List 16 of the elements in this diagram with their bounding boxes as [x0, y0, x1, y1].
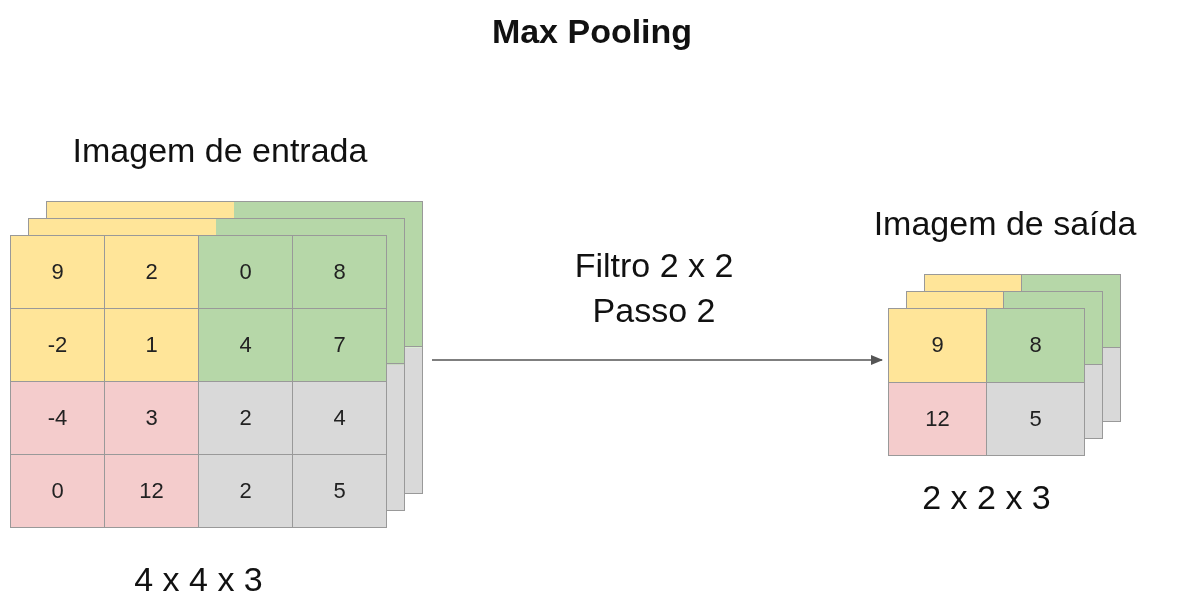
dimension-text: 4 x 4 x 3 — [133, 560, 264, 595]
stack-heading: Imagem de entrada — [71, 131, 369, 170]
grid-cell: 9 — [11, 236, 105, 309]
grid-cell: 0 — [11, 455, 105, 528]
title: Max Pooling — [490, 12, 694, 51]
grid-cell: 12 — [889, 382, 987, 456]
grid-cell: 9 — [889, 309, 987, 383]
grid-cell: 5 — [293, 455, 387, 528]
grid-cell: 12 — [105, 455, 199, 528]
arrow — [431, 355, 883, 365]
grid-cell: -4 — [11, 382, 105, 455]
grid-cell: 2 — [199, 455, 293, 528]
stack-heading: Imagem de saída — [872, 204, 1138, 243]
grid-cell: 5 — [987, 382, 1085, 456]
dimension-text: 2 x 2 x 3 — [921, 478, 1052, 517]
grid-cell: -2 — [11, 309, 105, 382]
